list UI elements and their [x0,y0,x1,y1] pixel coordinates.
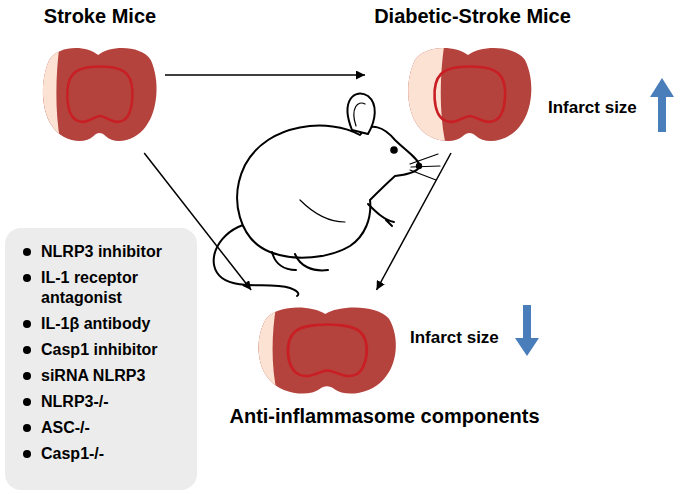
bullet-dot [23,424,31,432]
mouse-fur-line [300,200,345,222]
brain-title: Stroke Mice [44,5,156,28]
mouse-hind-legs [272,252,328,270]
brain-shape [255,300,400,402]
brain-section: Stroke Mice [35,5,165,153]
treatment-text: NLRP3-/- [41,392,109,412]
brain-title: Diabetic-Stroke Mice [374,5,571,28]
bullet-dot [23,450,31,458]
bullet-dot [23,248,31,256]
treatment-text: Casp1-/- [41,444,104,464]
brain-section: Anti-inflammasome components [225,290,544,435]
list-item: NLRP3 inhibitor [23,242,187,262]
list-item: Casp1 inhibitor [23,340,187,360]
list-item: IL-1β antibody [23,314,187,334]
brain-title: Anti-inflammasome components [229,405,539,428]
infarct-size-label: Infarct size [548,98,637,117]
bullet-dot [23,274,31,282]
decrease-arrow [515,305,539,356]
infarct-area [255,300,280,402]
treatment-list-box: NLRP3 inhibitorIL-1 receptor antagonistI… [5,228,197,490]
list-item: ASC-/- [23,418,187,438]
bullet-dot [23,398,31,406]
flow-arrow [165,74,365,76]
increase-arrow [650,78,674,132]
mouse-whiskers [410,154,440,180]
brain-tissue [43,48,157,141]
mouse-drawing [214,94,440,296]
treatment-text: IL-1 receptor antagonist [41,268,187,308]
infarct-area [405,40,447,150]
list-item: IL-1 receptor antagonist [23,268,187,308]
mouse-nose [417,164,421,168]
label-holder: Infarct size [410,328,499,348]
mouse-ear-inner [354,103,365,126]
brain-tissue [259,307,396,393]
bullet-dot [23,372,31,380]
treatment-text: siRNA NLRP3 [41,366,145,386]
list-item: NLRP3-/- [23,392,187,412]
mouse-body [237,126,420,258]
list-item: siRNA NLRP3 [23,366,187,386]
mouse-eye [391,147,397,153]
brain-shape [40,40,160,150]
bullet-dot [23,320,31,328]
striatum-outline [67,67,132,122]
list-item: Casp1-/- [23,444,187,464]
mouse-front-paw [368,204,394,226]
flow-arrow [377,153,451,290]
treatment-text: ASC-/- [41,418,90,438]
treatment-text: IL-1β antibody [41,314,150,334]
infarct-size-label: Infarct size [410,328,499,347]
label-holder: Infarct size [548,98,637,118]
brain-shape [405,40,535,150]
treatment-text: NLRP3 inhibitor [41,242,162,262]
bullet-dot [23,346,31,354]
mouse-ear [348,94,375,134]
striatum-outline [435,67,506,122]
treatment-text: Casp1 inhibitor [41,340,157,360]
brain-section: Diabetic-Stroke Mice [365,5,580,153]
striatum-outline [288,325,367,376]
infarct-area [40,40,62,150]
